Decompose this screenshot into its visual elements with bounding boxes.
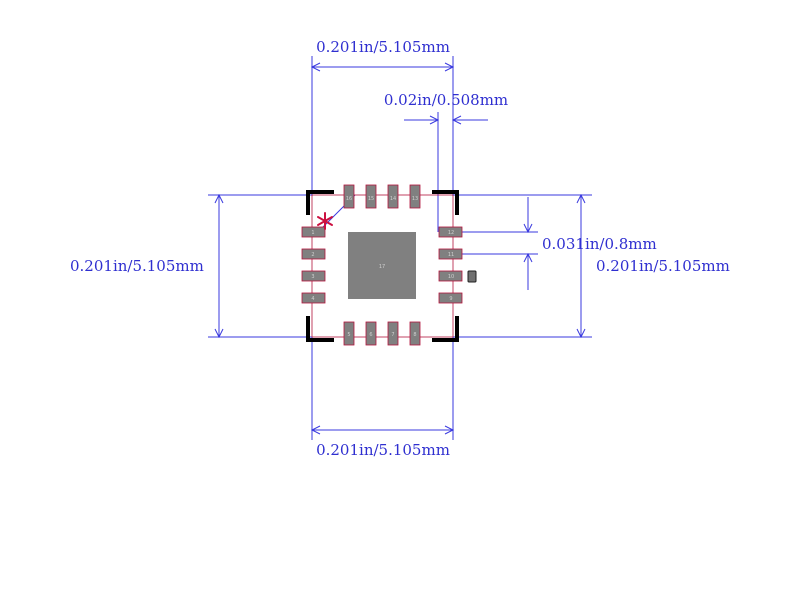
pad-number: 6 (369, 332, 372, 338)
pad-number: 14 (390, 196, 396, 202)
pad-13 (409, 184, 421, 209)
pad-number: 9 (449, 296, 452, 302)
pad-2 (301, 248, 326, 260)
pad-15 (365, 184, 377, 209)
pad-14 (387, 184, 399, 209)
pad-12 (438, 226, 463, 238)
pad-9 (438, 292, 463, 304)
pad-number: 1 (311, 230, 314, 236)
pad-number: 2 (311, 252, 314, 258)
pads-right-column: 12 11 10 9 (438, 226, 463, 304)
pad-11 (438, 248, 463, 260)
pad-10 (438, 270, 463, 282)
pad-number: 3 (311, 274, 314, 280)
pad-number: 5 (347, 332, 350, 338)
pads-bottom-row: 5 6 7 8 (343, 321, 421, 346)
pad-number: 10 (448, 274, 454, 280)
polarity-mark-icon (467, 270, 477, 283)
thermal-pad-number: 17 (379, 264, 385, 270)
pad-7 (387, 321, 399, 346)
package-outline (306, 190, 459, 342)
dim-pad-width-label: 0.02in/0.508mm (384, 91, 508, 109)
pad-3 (301, 270, 326, 282)
dimension-lines (208, 56, 592, 440)
asterisk-icon (317, 212, 333, 230)
pad-number: 4 (311, 296, 314, 302)
pad-1 (301, 226, 326, 238)
pad-number: 16 (346, 196, 352, 202)
dim-top-width-label: 0.201in/5.105mm (316, 38, 450, 56)
thermal-pad (348, 232, 416, 299)
pad-number: 12 (448, 230, 454, 236)
dim-left-height-label: 0.201in/5.105mm (70, 257, 204, 275)
pad-number: 11 (448, 252, 454, 258)
pad-4 (301, 292, 326, 304)
pad-number: 8 (413, 332, 416, 338)
pad-16 (343, 184, 355, 209)
pads-top-row: 16 15 14 13 (343, 184, 421, 209)
pad-number: 15 (368, 196, 374, 202)
pad-number: 7 (391, 332, 394, 338)
package-body-edge (311, 194, 454, 338)
dim-pitch-label: 0.031in/0.8mm (542, 235, 657, 253)
pad-number: 13 (412, 196, 418, 202)
pads-left-column: 1 2 3 4 (301, 226, 326, 304)
pad-8 (409, 321, 421, 346)
dim-right-height-label: 0.201in/5.105mm (596, 257, 730, 275)
dim-bottom-width-label: 0.201in/5.105mm (316, 441, 450, 459)
pad-6 (365, 321, 377, 346)
pad-5 (343, 321, 355, 346)
